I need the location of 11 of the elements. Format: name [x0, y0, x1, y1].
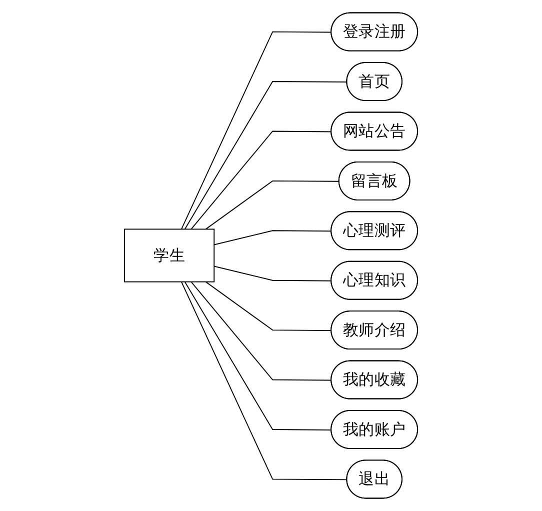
connector [214, 266, 332, 282]
connector [184, 281, 332, 430]
connector [205, 281, 332, 332]
connector [180, 31, 332, 230]
connector [214, 230, 332, 246]
connector [205, 180, 340, 230]
connector [190, 130, 332, 230]
connector [190, 281, 332, 381]
connector [184, 81, 348, 230]
node-box: 学生 [124, 228, 215, 282]
connector [180, 281, 348, 480]
